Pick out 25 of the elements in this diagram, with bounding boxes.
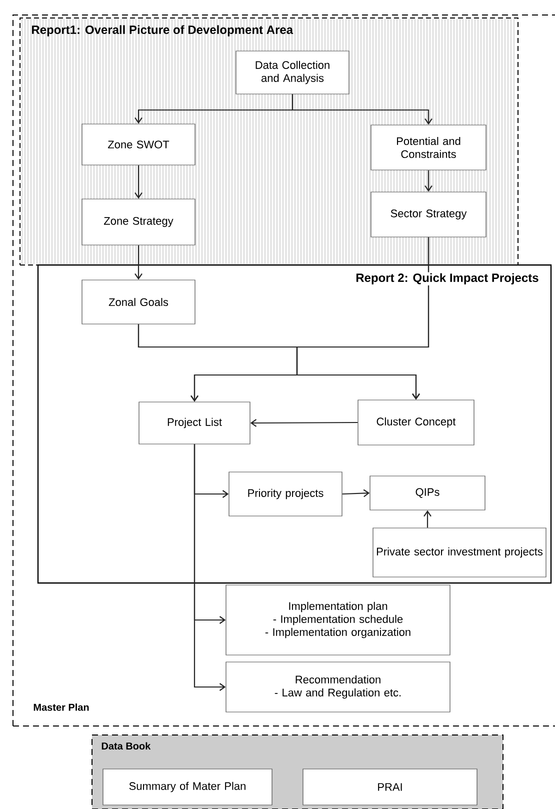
panel-heading: Report 2: Quick Impact Projects (354, 272, 540, 286)
arrow (424, 170, 432, 192)
process-box: PRAI (302, 768, 478, 806)
process-box: QIPs (370, 476, 486, 510)
process-box: Sector Strategy (370, 192, 486, 238)
process-box: Priority projects (228, 472, 342, 516)
process-box: Zone SWOT (82, 124, 196, 166)
process-box: Recommendation - Law and Regulation etc. (226, 662, 450, 712)
arrow (292, 94, 432, 125)
process-box: Private sector investment projects (372, 528, 546, 578)
arrow (342, 489, 370, 498)
arrow (296, 237, 430, 400)
process-box: Zonal Goals (82, 280, 196, 324)
process-box: Potential and Constraints (370, 124, 486, 170)
arrow (194, 444, 226, 691)
process-box: Data Collection and Analysis (236, 50, 350, 94)
process-box: Zone Strategy (82, 198, 196, 246)
process-box: Cluster Concept (358, 400, 474, 446)
arrow (134, 245, 142, 280)
arrow (250, 419, 358, 427)
process-box: Project List (138, 402, 250, 444)
arrow (424, 510, 432, 528)
process-box: Implementation plan - Implementation schedule - Implementation organization (226, 584, 450, 656)
process-box: Summary of Mater Plan (102, 768, 272, 806)
arrow (134, 165, 142, 199)
